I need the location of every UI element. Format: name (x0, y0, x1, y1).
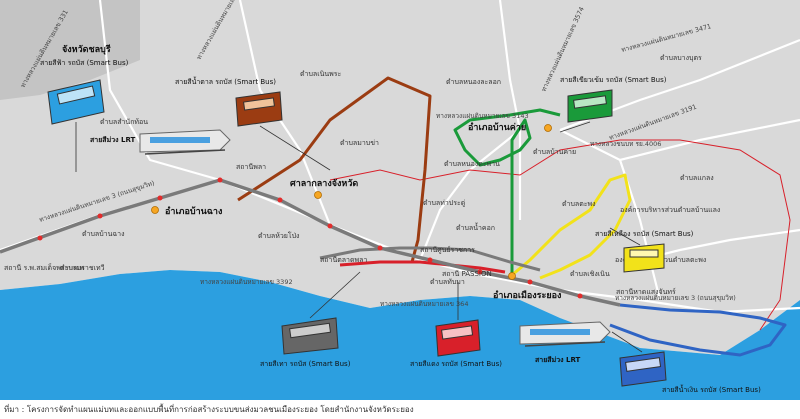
station-label: สถานีหาดแสงจันทร์ (616, 288, 676, 296)
district-label: ตำบลเพ (60, 264, 85, 272)
lrt-station-dot (157, 195, 163, 201)
station-label: สถานีพลา (236, 163, 266, 171)
bus-icon-red (435, 319, 481, 357)
bus-label-brown: สายสีน้ำตาล รถบัส (Smart Bus) (175, 75, 276, 86)
station-label: สถานี ร.พ.สมเด็จพระบรมราชเทวี (4, 263, 105, 272)
source-note: ที่มา : โครงการจัดทำแผนแม่บทและออกแบบพื้… (4, 405, 414, 414)
bus-icon-brown (235, 91, 283, 127)
district-label: ตำบลบ้านฉาง (82, 230, 125, 238)
lrt-label-bottom: สายสีม่วง LRT (535, 356, 581, 364)
land-dark-area (0, 0, 140, 100)
route-gray (319, 246, 541, 272)
route-yellow (511, 173, 632, 280)
route-blue (609, 303, 787, 357)
district-label: ตำบลหนองตะพาน (444, 160, 500, 168)
lrt-stations (37, 177, 583, 299)
lrt-station-dot (527, 279, 533, 285)
lrt-train-icon (139, 129, 231, 155)
route-brown (237, 76, 432, 263)
mueang-marker (508, 272, 516, 280)
road-label: ทางหลวงชนบท รย.4006 (590, 140, 661, 148)
lrt-station-dot (217, 177, 223, 183)
bus-label-gray: สายสีเทา รถบัส (Smart Bus) (260, 360, 351, 368)
route-green (453, 108, 561, 275)
district-label: ตำบลสำนักท้อน (100, 118, 148, 126)
station-label: สถานี PASSION (442, 270, 492, 278)
district-label: ตำบลน้ำคอก (456, 221, 495, 232)
land-area (0, 0, 800, 355)
district-label: ตำบลแกลง (680, 174, 714, 182)
district-label: ตำบลทับมา (430, 278, 465, 286)
lrt-station-dot (277, 197, 283, 203)
sea-area (0, 270, 800, 400)
district-boundary (329, 139, 791, 331)
district-label: ตำบลบ้านค่าย (533, 148, 576, 156)
bus-label-red: สายสีแดง รถบัส (Smart Bus) (410, 360, 502, 368)
admin-label: องค์การบริหารส่วนตำบลบ้านแลง (620, 206, 720, 214)
lrt-station-dot (577, 293, 583, 299)
bus-label-green: สายสีเขียวเข้ม รถบัส (Smart Bus) (560, 76, 667, 84)
road-label: ทางหลวงแผ่นดินหมายเลข 364 (380, 300, 468, 308)
district-label: ตำบลตะพง (562, 200, 596, 208)
bus-icon-yellow (623, 243, 665, 273)
bus-label-yellow: สายสีเหลือง รถบัส (Smart Bus) (595, 230, 694, 238)
lrt-station-dot (97, 213, 103, 219)
road-label: ทางหลวงแผ่นดินหมายเลข 3143 (436, 112, 529, 120)
district-label: ตำบลบางบุตร (660, 54, 702, 62)
road-label: ทางหลวงแผ่นดินหมายเลข 3392 (200, 278, 293, 286)
bus-icon-cyan (47, 79, 105, 125)
district-label: ตำบลเชิงเนิน (570, 270, 610, 278)
city-hall-marker (314, 191, 322, 199)
district-label: ตำบลท่าประดู่ (423, 199, 465, 207)
route-lines (0, 76, 787, 357)
mueang-label: อำเภอเมืองระยอง (493, 289, 561, 301)
ban-khai-marker (544, 124, 552, 132)
lrt-train-icon (519, 321, 611, 347)
lrt-station-dot (427, 257, 433, 263)
place-markers (151, 124, 552, 280)
bus-icon-gray (281, 317, 339, 355)
station-label: สถานีตลาดพลา (320, 256, 367, 264)
road-label: ทางหลวงแผ่นดินหมายเลข 3 (ถนนสุขุมวิท) (615, 294, 736, 302)
callout-lines (75, 121, 643, 353)
city-hall-label: ศาลากลางจังหวัด (290, 178, 358, 189)
lrt-station-dot (37, 235, 43, 241)
district-label: ตำบลห้วยโป่ง (258, 231, 299, 240)
bus-label-blue: สายสีน้ำเงิน รถบัส (Smart Bus) (662, 383, 761, 394)
ban-khai-label: อำเภอบ้านค่าย (468, 122, 526, 133)
station-label: สถานีศูนย์ราชการ (420, 246, 475, 254)
lrt-station-dot (377, 245, 383, 251)
district-label: ตำบลเนินพระ (300, 70, 342, 78)
lrt-label-top: สายสีม่วง LRT (90, 136, 136, 144)
ban-chang-marker (151, 206, 159, 214)
district-label: ตำบลมาบข่า (340, 139, 379, 147)
district-label: ตำบลหนองละลอก (446, 78, 501, 86)
bus-icon-green (567, 89, 613, 123)
bus-label-cyan: สายสีฟ้า รถบัส (Smart Bus) (40, 59, 129, 67)
ban-chang-label: อำเภอบ้านฉาง (165, 206, 222, 217)
route-red (339, 260, 506, 274)
bus-icons (47, 79, 667, 387)
lrt-station-dot (477, 269, 483, 275)
province-label: จังหวัดชลบุรี (62, 44, 111, 55)
lrt-station-dot (327, 223, 333, 229)
bus-icon-blue (619, 351, 667, 387)
